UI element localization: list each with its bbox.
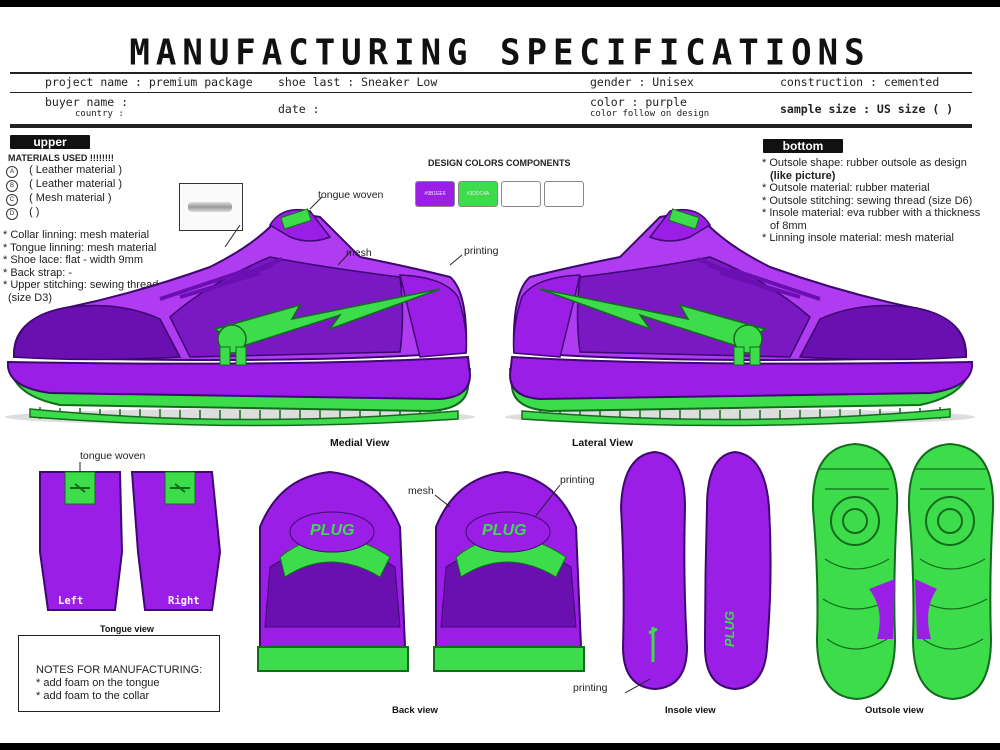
- upper-spec-line: * Shoe lace: flat - width 9mm: [3, 254, 144, 266]
- swatch-code: #3DDC4A: [466, 191, 490, 197]
- shoe-last-field: shoe last : Sneaker Low: [278, 75, 438, 89]
- bottom-spec-line: * Outsole shape: rubber outsole as desig…: [762, 157, 967, 169]
- sample-size-field: sample size : US size ( ): [780, 102, 954, 116]
- material-text: ( ): [29, 206, 40, 218]
- material-marker: A: [6, 166, 18, 178]
- material-row: A ( Leather material ): [6, 164, 122, 178]
- header-rule-top: [10, 72, 972, 74]
- note-item: * add foam on the tongue: [36, 677, 160, 689]
- gender-field: gender : Unisex: [590, 75, 694, 89]
- color-swatch-empty: [501, 181, 541, 207]
- bottom-specs: * Outsole shape: rubber outsole as desig…: [762, 157, 980, 245]
- material-text: ( Leather material ): [29, 164, 122, 176]
- color-swatch-purple: #9B1EE6: [415, 181, 455, 207]
- note-item: * add foam to the collar: [36, 690, 150, 702]
- back-brand-right: PLUG: [482, 522, 527, 539]
- callout-printing: printing: [464, 245, 499, 257]
- upper-spec-line: * Tongue linning: mesh material: [3, 241, 157, 254]
- material-marker: D: [6, 208, 18, 220]
- material-row: C ( Mesh material ): [6, 192, 122, 206]
- tongue-view-caption: Tongue view: [100, 624, 154, 634]
- tongue-view-drawing: [39, 462, 222, 611]
- upper-heading: upper: [10, 135, 90, 149]
- callout-mesh: mesh: [346, 247, 372, 259]
- medial-view-caption: Medial View: [330, 437, 390, 449]
- lace-sample-image: [179, 183, 243, 231]
- spec-sheet: MANUFACTURING SPECIFICATIONS project nam…: [0, 7, 1000, 743]
- manufacturing-notes-box: NOTES FOR MANUFACTURING: * add foam on t…: [18, 635, 220, 712]
- materials-list: A ( Leather material ) B ( Leather mater…: [6, 164, 122, 220]
- design-colors-heading: DESIGN COLORS COMPONENTS: [428, 158, 571, 168]
- bottom-spec-line: * Linning insole material: mesh material: [762, 232, 954, 244]
- color-swatch-green: #3DDC4A: [458, 181, 498, 207]
- material-marker: C: [6, 194, 18, 206]
- material-text: ( Leather material ): [29, 178, 122, 190]
- material-row: B ( Leather material ): [6, 178, 122, 192]
- tongue-right-label: Right: [168, 595, 200, 607]
- lateral-view-drawing: [505, 208, 975, 427]
- color-note: color follow on design: [590, 109, 710, 119]
- back-view-caption: Back view: [392, 705, 438, 716]
- color-field: color : purple: [590, 95, 687, 109]
- medial-view-drawing: [5, 197, 475, 427]
- back-view-drawing: [257, 470, 585, 672]
- upper-spec-line: * Collar linning: mesh material: [3, 229, 150, 241]
- color-swatch-empty: [544, 181, 584, 207]
- project-name-field: project name : premium package: [45, 75, 253, 89]
- back-brand-left: PLUG: [310, 522, 355, 539]
- material-marker: B: [6, 180, 18, 192]
- callout-tongue-woven-2: tongue woven: [80, 450, 146, 462]
- materials-heading: MATERIALS USED !!!!!!!!: [8, 153, 114, 163]
- callout-printing-back: printing: [560, 474, 595, 486]
- upper-spec-line: * Back strap: -: [3, 266, 73, 279]
- material-row: D ( ): [6, 206, 122, 220]
- insole-view-drawing: [619, 450, 772, 694]
- insole-view-caption: Insole view: [665, 705, 716, 716]
- callout-tongue-woven: tongue woven: [318, 189, 384, 201]
- material-text: ( Mesh material ): [29, 192, 112, 204]
- tongue-left-label: Left: [58, 595, 84, 607]
- bottom-spec-line: (like picture): [770, 169, 836, 182]
- construction-field: construction : cemented: [780, 75, 940, 89]
- country-field: country :: [75, 109, 124, 119]
- buyer-name-field: buyer name :: [45, 95, 129, 109]
- callout-mesh-back: mesh: [408, 485, 434, 497]
- bottom-spec-line: * Outsole stitching: sewing thread (size…: [762, 194, 973, 207]
- page-title: MANUFACTURING SPECIFICATIONS: [129, 32, 871, 74]
- bottom-heading: bottom: [763, 139, 843, 153]
- header-rule-bottom: [10, 124, 972, 128]
- date-field: date :: [278, 102, 320, 116]
- swatch-code: #9B1EE6: [424, 191, 446, 197]
- upper-spec-line: (size D3): [8, 291, 53, 304]
- notes-heading: NOTES FOR MANUFACTURING:: [36, 664, 203, 676]
- header-rule-mid: [10, 92, 972, 93]
- bottom-spec-line: * Insole material: eva rubber with a thi…: [762, 207, 981, 219]
- bottom-spec-line: * Outsole material: rubber material: [762, 182, 930, 194]
- callout-printing-insole: printing: [573, 682, 608, 694]
- outsole-view-drawing: [811, 442, 995, 701]
- insole-brand: PLUG: [722, 610, 737, 647]
- lateral-view-caption: Lateral View: [572, 437, 634, 449]
- outsole-view-caption: Outsole view: [865, 705, 924, 716]
- upper-spec-line: * Upper stitching: sewing thread: [3, 279, 159, 291]
- bottom-spec-line: of 8mm: [770, 219, 807, 232]
- upper-specs: * Collar linning: mesh material * Tongue…: [3, 229, 158, 304]
